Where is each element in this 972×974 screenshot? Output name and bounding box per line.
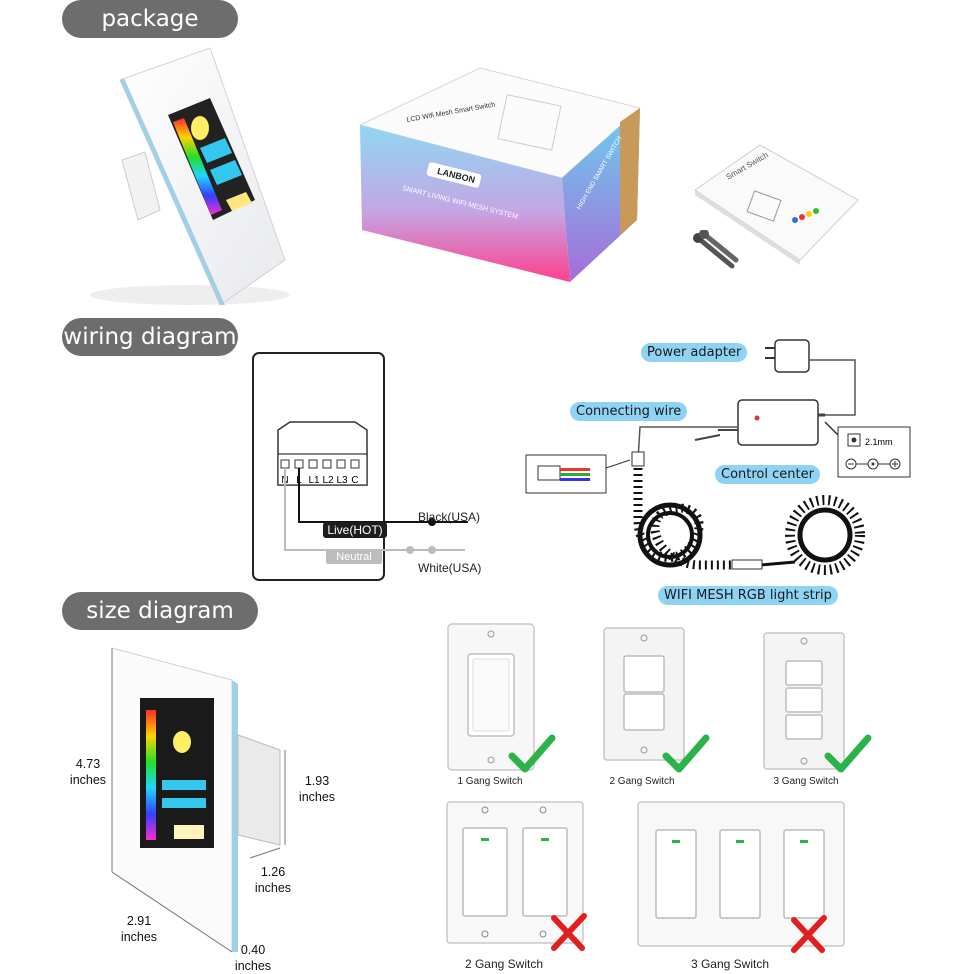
dc-size-label: 2.1mm	[865, 437, 893, 447]
switch-2-gang-stacked	[603, 627, 685, 761]
white-usa-label: White(USA)	[418, 561, 481, 575]
terminal-l1: L1	[308, 475, 320, 486]
cross-icon	[551, 913, 587, 951]
check-icon	[662, 734, 710, 773]
neutral-label: Neutral	[336, 551, 371, 563]
check-icon	[824, 734, 872, 773]
section-title-size: size diagram	[62, 592, 258, 630]
check-icon	[508, 734, 556, 773]
box-width-dimension: 1.26 inches	[248, 864, 298, 896]
compat-label-3: 3 Gang Switch	[773, 776, 839, 787]
black-usa-label: Black(USA)	[418, 510, 480, 524]
width-unit: inches	[120, 930, 158, 944]
compat-label-5: 3 Gang Switch	[690, 957, 770, 971]
box-depth-dimension: 1.93 inches	[292, 773, 342, 805]
product-box: LANBON SMART LIVING WIFI MESH SYSTEM LCD…	[358, 67, 642, 282]
compat-label-4: 2 Gang Switch	[464, 957, 544, 971]
terminal-l2: L2	[322, 475, 334, 486]
switch-3-gang-stacked	[763, 632, 845, 770]
terminal-c: C	[351, 475, 358, 486]
thickness-dimension: 0.40 inches	[228, 942, 278, 974]
switch-2-gang-side	[446, 801, 584, 944]
width-value: 2.91	[126, 914, 152, 928]
height-dimension: 4.73 inches	[62, 756, 114, 788]
size-diagram-switch	[111, 647, 286, 953]
height-unit: inches	[69, 773, 107, 787]
switch-1-gang	[447, 623, 535, 771]
box-depth-unit: inches	[298, 790, 336, 804]
light-strip-label: WIFI MESH RGB light strip	[658, 586, 838, 605]
cross-icon	[791, 915, 827, 953]
wiring-diagram-switch: N L L1 L2 L3 C Live(HOT) Neutral Black(U…	[252, 352, 481, 581]
switch-3-gang-side	[637, 801, 845, 947]
box-width-unit: inches	[254, 881, 292, 895]
power-adapter-label: Power adapter	[641, 343, 748, 362]
wiring-diagram-light-strip: 2.1mm	[525, 339, 911, 575]
section-title-wiring: wiring diagram	[62, 318, 238, 356]
section-title-package: package	[62, 0, 238, 38]
terminal-l3: L3	[336, 475, 348, 486]
screws-icon	[693, 230, 739, 269]
compat-label-2: 2 Gang Switch	[609, 776, 675, 787]
height-value: 4.73	[75, 757, 101, 771]
thickness-unit: inches	[234, 959, 272, 973]
box-depth-value: 1.93	[304, 774, 330, 788]
product-switch-angled	[90, 47, 290, 306]
connecting-wire-label: Connecting wire	[570, 402, 688, 421]
thickness-value: 0.40	[240, 943, 266, 957]
compat-label-1: 1 Gang Switch	[457, 776, 523, 787]
width-dimension: 2.91 inches	[114, 913, 164, 945]
control-center-label: Control center	[715, 465, 820, 484]
box-width-value: 1.26	[260, 865, 286, 879]
product-manual: Smart Switch	[694, 144, 859, 265]
live-label: Live(HOT)	[327, 523, 382, 537]
